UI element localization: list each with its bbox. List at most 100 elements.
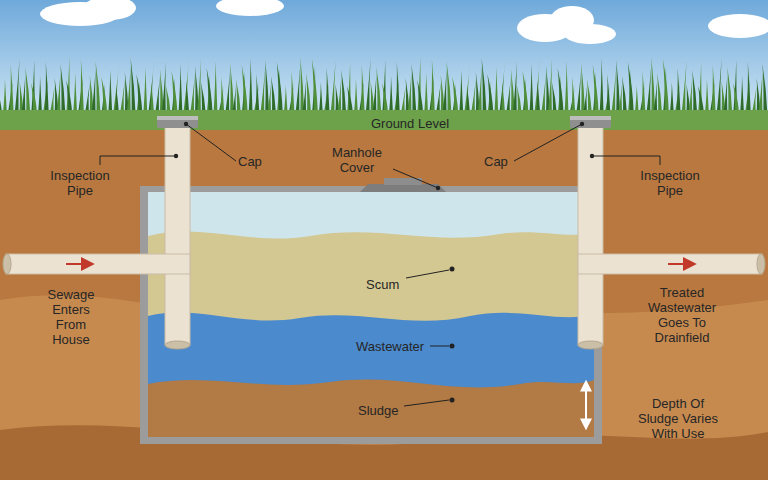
grass-blade: [302, 80, 306, 114]
cap: [570, 116, 611, 128]
grass-blade: [197, 59, 201, 114]
grass-blade: [698, 86, 704, 114]
grass-blade: [291, 71, 295, 114]
grass-blade: [411, 64, 416, 114]
grass-blade: [523, 71, 529, 114]
depth-arrow: [585, 382, 587, 428]
grass-blade: [593, 65, 599, 114]
grass-blade: [548, 59, 552, 114]
grass-blade: [759, 71, 763, 114]
ground-level-label: Ground Level: [350, 116, 470, 131]
grass-blade: [25, 67, 30, 114]
grass-blade: [249, 58, 253, 114]
grass-blade: [443, 68, 447, 114]
grass-blade: [96, 61, 101, 114]
grass-blade: [80, 59, 84, 114]
grass-blade: [166, 85, 171, 114]
grass-blade: [482, 58, 487, 114]
grass-blade: [396, 62, 400, 114]
grass-blade: [242, 65, 248, 114]
grass-blade: [727, 67, 732, 114]
grass-blade: [319, 82, 323, 114]
outlet-pipe: [570, 116, 765, 349]
grass: [0, 57, 768, 114]
layer-label: Wastewater: [356, 339, 430, 354]
grass-blade: [131, 58, 136, 114]
grass-blade: [207, 68, 213, 114]
grass-blade: [277, 62, 283, 114]
grass-blade: [424, 73, 428, 114]
grass-blade: [517, 85, 522, 114]
grass-blade: [682, 61, 687, 114]
grass-blade: [536, 80, 540, 114]
grass-blade: [712, 65, 716, 114]
grass-blade: [232, 86, 236, 114]
grass-blade: [752, 85, 757, 114]
grass-blade: [692, 70, 697, 114]
grass-blade: [606, 74, 610, 114]
grass-blade: [565, 61, 569, 114]
tank-contents: [148, 192, 594, 437]
grass-blade: [471, 79, 476, 114]
grass-blade: [306, 73, 311, 114]
grass-blade: [705, 79, 709, 114]
grass-blade: [600, 58, 604, 114]
manhole-cover: [360, 184, 446, 192]
grass-blade: [150, 83, 154, 114]
grass-blade: [73, 73, 77, 114]
grass-blade: [162, 62, 166, 114]
grass-blade: [201, 82, 206, 114]
grass-blade: [382, 83, 388, 114]
grass-blade: [15, 58, 20, 114]
grass-blade: [494, 67, 498, 114]
flow-label: Sewage Enters From House: [40, 287, 102, 347]
grass-blade: [38, 76, 42, 114]
grass-blade: [92, 68, 96, 114]
grass-blade: [436, 82, 441, 114]
grass-blade: [747, 62, 751, 114]
grass-blade: [155, 76, 160, 114]
ground-level-strip: [0, 110, 768, 130]
grass-blade: [108, 70, 112, 114]
part-label: Cap: [484, 154, 524, 169]
grass-blade: [466, 86, 470, 114]
leader-dots: [174, 122, 594, 403]
grass-blade: [717, 58, 722, 114]
grass-blade: [60, 64, 65, 114]
grass-blade: [657, 73, 662, 114]
grass-blade: [723, 74, 727, 114]
grass-blade: [431, 59, 435, 114]
grass-blade: [172, 71, 178, 114]
cap: [157, 116, 198, 128]
grass-blade: [10, 65, 14, 114]
part-label: Inspection Pipe: [40, 168, 120, 198]
grass-blade: [740, 76, 744, 114]
grass-blade: [459, 70, 463, 114]
grass-blade: [143, 67, 147, 114]
grass-blade: [0, 86, 2, 114]
grass-blade: [21, 74, 25, 114]
grass-blade: [326, 68, 330, 114]
grass-blade: [225, 70, 230, 114]
clouds: [40, 0, 768, 44]
grass-blade: [185, 80, 189, 114]
grass-blade: [190, 73, 195, 114]
grass-blade: [45, 62, 49, 114]
grass-blade: [576, 70, 581, 114]
grass-blade: [628, 62, 634, 114]
grass-blade: [214, 61, 218, 114]
soil-layer: [0, 295, 768, 480]
grass-blade: [220, 77, 224, 114]
grass-blade: [408, 71, 412, 114]
grass-blade: [571, 77, 575, 114]
grass-blade: [677, 68, 681, 114]
grass-blade: [3, 79, 7, 114]
grass-blade: [267, 83, 271, 114]
grass-blade: [663, 59, 669, 114]
flow-label: Treated Wastewater Goes To Drainfield: [636, 285, 728, 345]
grass-blade: [50, 85, 55, 114]
grass-blade: [513, 62, 517, 114]
grass-blade: [113, 63, 119, 114]
grass-blade: [622, 76, 627, 114]
grass-blade: [642, 71, 646, 114]
